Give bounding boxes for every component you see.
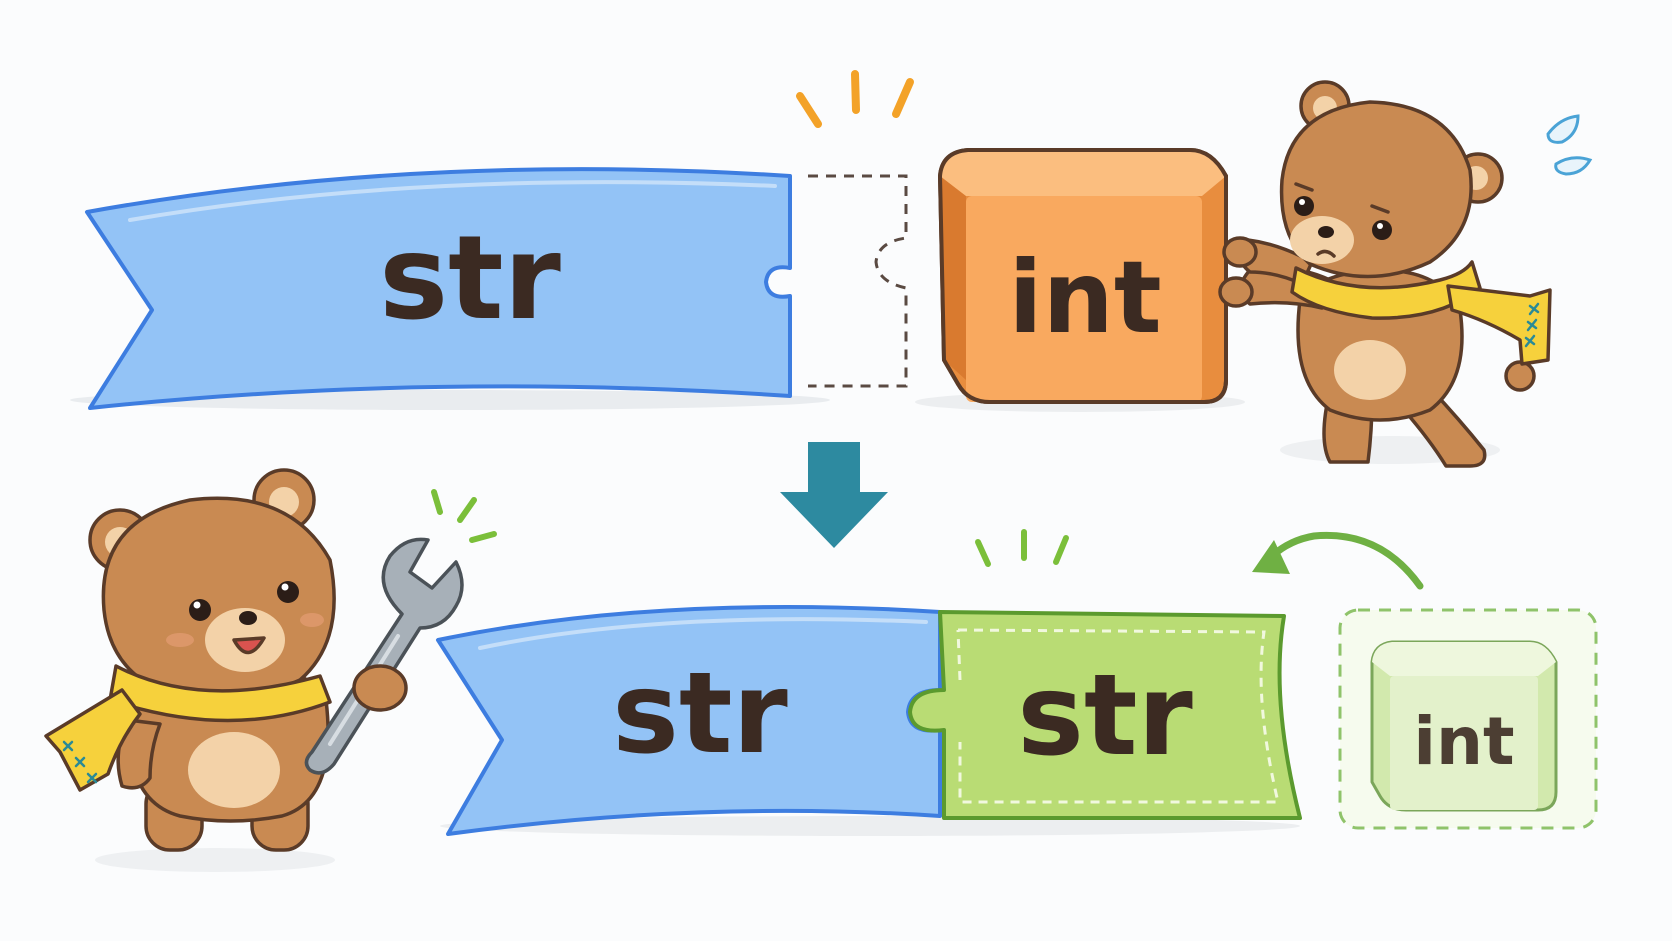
wrench-sparkle-icon [431, 489, 497, 543]
ghost-int-label: int [1413, 703, 1514, 780]
happy-bear-icon [44, 468, 336, 872]
int-block-label: int [1008, 239, 1161, 356]
bottom-pieces-shadow [440, 816, 1300, 836]
top-string-piece-highlight [128, 180, 777, 222]
pushing-bear-icon [1218, 80, 1552, 468]
ghost-int-block [1370, 640, 1558, 812]
converted-string-piece [908, 610, 1302, 820]
curved-return-arrow-icon [1252, 531, 1424, 590]
empty-slot-outline [808, 174, 908, 388]
top-row: str int [70, 70, 1593, 468]
success-sparkle-icon [975, 529, 1069, 567]
down-arrow-icon [780, 442, 888, 548]
bottom-row: str str int [44, 468, 1598, 872]
top-string-piece [85, 167, 792, 410]
bear-paw-holding-wrench [352, 664, 408, 712]
bottom-string-label: str [612, 649, 787, 779]
converted-piece-stitching [956, 628, 1280, 804]
impact-lines-icon [796, 70, 914, 128]
sweat-drops-icon [1546, 114, 1593, 176]
bottom-string-piece-highlight [478, 617, 928, 650]
int-block [938, 148, 1228, 404]
top-string-label: str [379, 211, 561, 346]
converted-string-label: str [1017, 651, 1192, 781]
